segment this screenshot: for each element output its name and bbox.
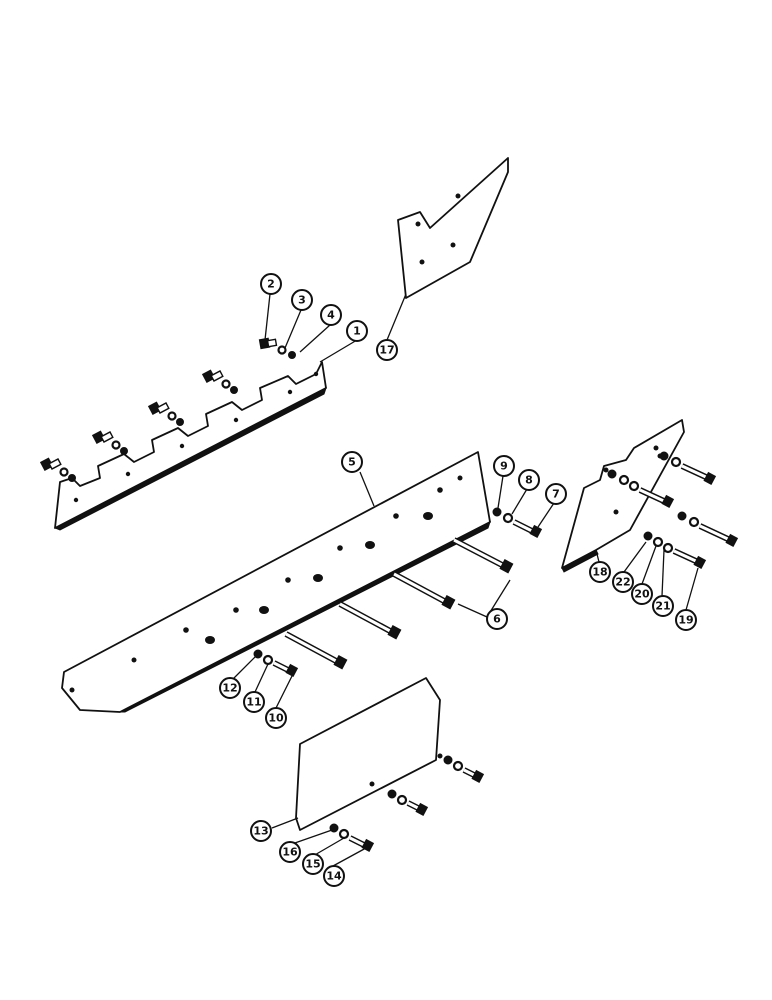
callout-12: 12 <box>219 677 241 699</box>
callout-label: 17 <box>379 344 394 357</box>
long-bolt-2 <box>392 571 456 610</box>
callout-3: 3 <box>291 289 313 311</box>
hardware-14-15-16 <box>329 823 375 852</box>
callout-14: 14 <box>323 865 345 887</box>
callout-19: 19 <box>675 609 697 631</box>
cutting-edge-bolt-sets <box>39 337 296 482</box>
callout-label: 10 <box>268 712 284 725</box>
end-bit-upper <box>397 157 509 299</box>
callout-label: 3 <box>298 294 306 307</box>
callout-21: 21 <box>652 595 674 617</box>
bolt-set-a <box>39 457 76 482</box>
lower-plate-bolts <box>329 755 485 852</box>
right-bolt-c <box>677 511 739 547</box>
callout-20: 20 <box>631 583 653 605</box>
right-bolt-b <box>607 469 675 508</box>
callout-10: 10 <box>265 707 287 729</box>
end-bit-right <box>561 419 685 573</box>
callout-15: 15 <box>302 853 324 875</box>
lower-plate <box>295 677 443 831</box>
callout-label: 22 <box>615 576 630 589</box>
callout-16: 16 <box>279 841 301 863</box>
callout-label: 18 <box>592 566 607 579</box>
callout-8: 8 <box>518 469 540 491</box>
callout-11: 11 <box>243 691 265 713</box>
callout-label: 12 <box>222 682 237 695</box>
hardware-7-8-9 <box>492 507 543 538</box>
callout-label: 15 <box>305 858 320 871</box>
callout-2: 2 <box>260 273 282 295</box>
long-bolt-4 <box>284 631 348 670</box>
callout-label: 5 <box>348 456 356 469</box>
long-bolts <box>284 537 514 670</box>
moldboard-bar <box>61 451 491 713</box>
callout-label: 21 <box>655 600 670 613</box>
callout-4: 4 <box>320 304 342 326</box>
callout-label: 4 <box>327 309 335 322</box>
lower-bolt-b <box>387 789 429 816</box>
callout-18: 18 <box>589 561 611 583</box>
long-bolt-3 <box>338 601 402 640</box>
callout-7: 7 <box>545 483 567 505</box>
callout-label: 1 <box>353 325 361 338</box>
callout-label: 7 <box>552 488 560 501</box>
callout-label: 14 <box>326 870 342 883</box>
callout-5: 5 <box>341 451 363 473</box>
right-bolt-a <box>659 451 717 485</box>
callout-label: 13 <box>253 825 268 838</box>
right-bolt-d <box>643 531 707 569</box>
callout-1: 1 <box>346 320 368 342</box>
callout-label: 20 <box>634 588 650 601</box>
callout-label: 6 <box>493 613 501 626</box>
callout-label: 2 <box>267 278 275 291</box>
bolt-set-c <box>147 401 184 426</box>
serrated-cutting-edge <box>53 361 327 531</box>
callout-label: 16 <box>282 846 298 859</box>
bolt-set-e <box>258 337 296 359</box>
callout-label: 8 <box>525 474 533 487</box>
callout-17: 17 <box>376 339 398 361</box>
long-bolt-1 <box>452 537 514 574</box>
hardware-10-11-12 <box>253 649 299 677</box>
callout-label: 9 <box>500 460 508 473</box>
callout-9: 9 <box>493 455 515 477</box>
callout-6: 6 <box>486 608 508 630</box>
lower-bolt-a <box>443 755 485 783</box>
callout-label: 19 <box>678 614 693 627</box>
callout-13: 13 <box>250 820 272 842</box>
bolt-set-b <box>91 430 128 455</box>
callout-label: 11 <box>246 696 261 709</box>
callout-22: 22 <box>612 571 634 593</box>
end-bit-right-bolts <box>607 451 739 569</box>
bolt-set-d <box>201 369 238 394</box>
